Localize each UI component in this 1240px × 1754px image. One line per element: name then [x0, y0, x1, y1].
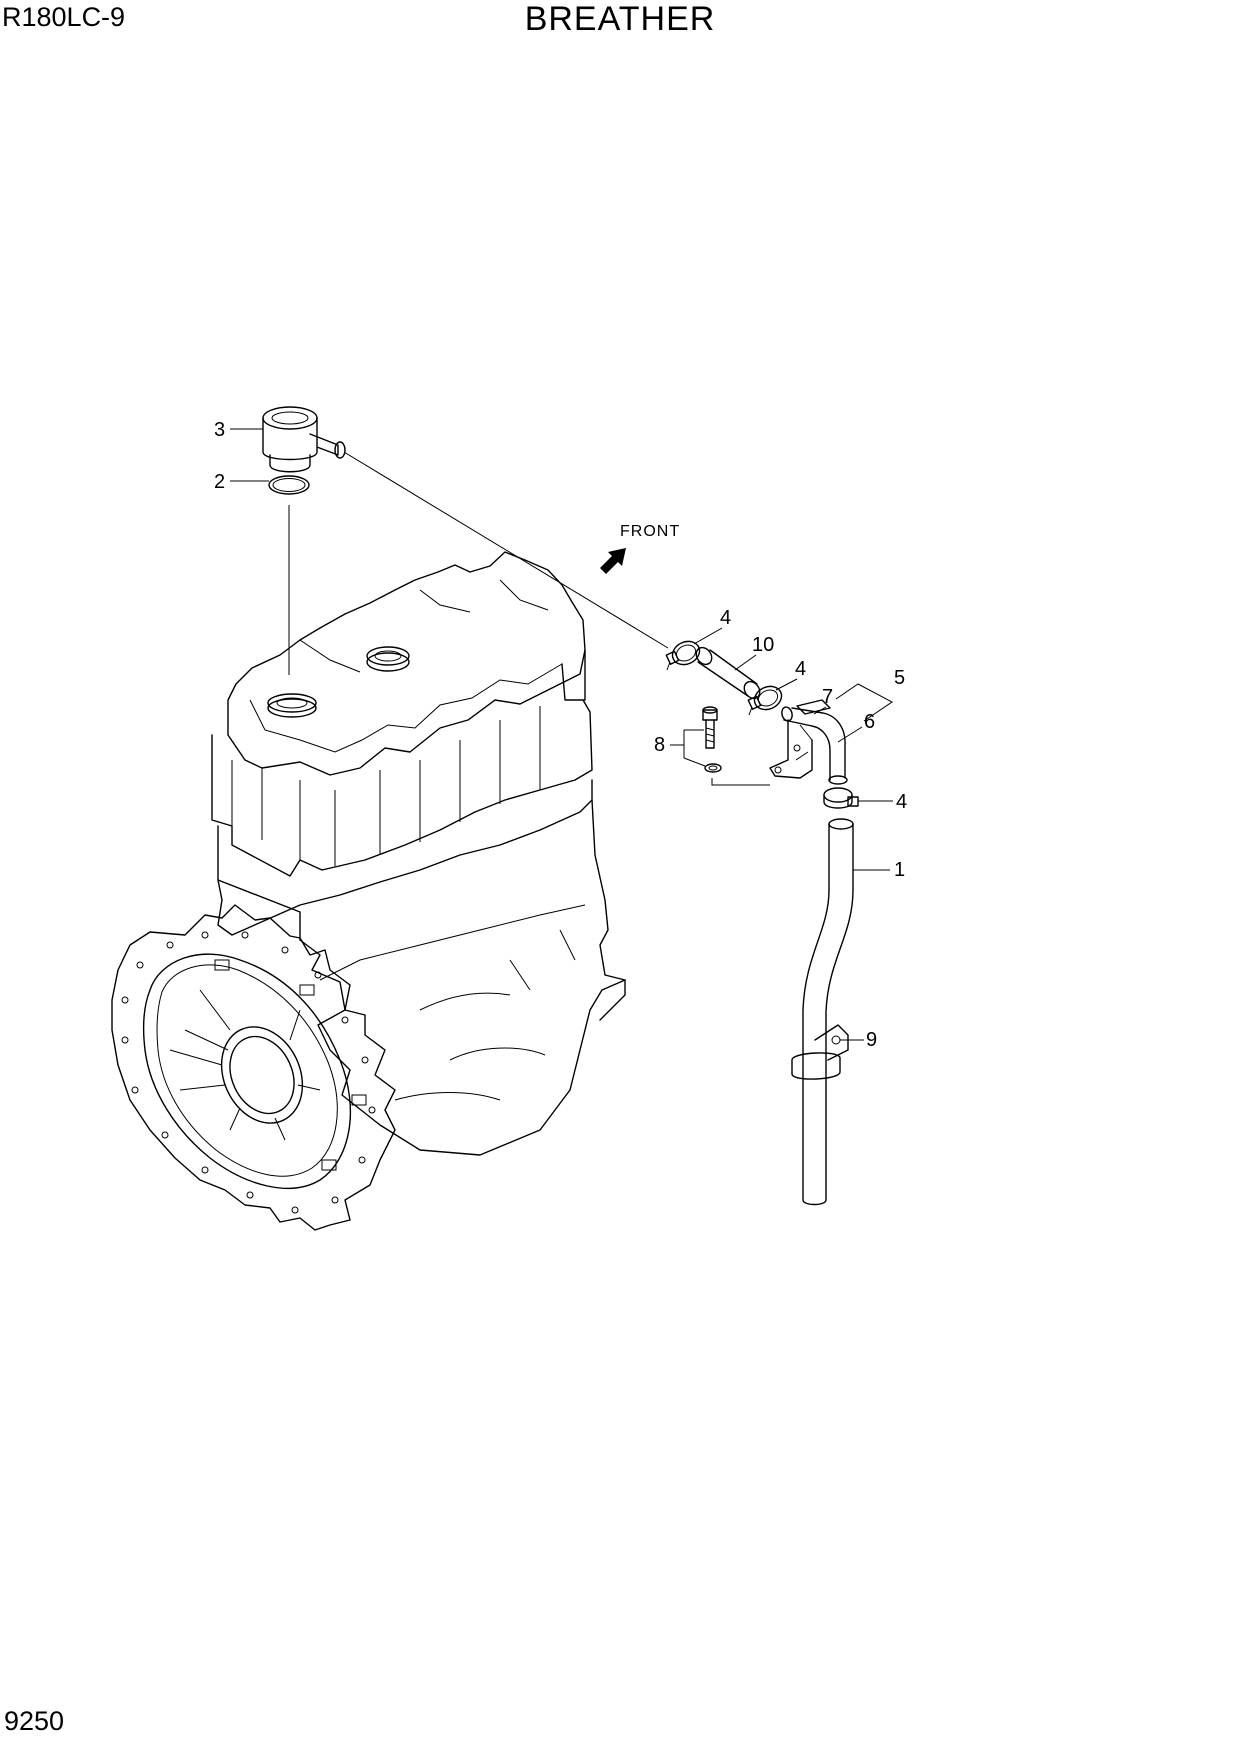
page-number: 9250 [4, 1706, 65, 1736]
engine-block [111, 551, 626, 1231]
callout-6: 6 [864, 711, 875, 733]
breather-cap-part-3 [262, 406, 346, 473]
callout-4-lower: 4 [896, 791, 907, 813]
callout-2: 2 [214, 471, 225, 493]
o-ring-part-2 [268, 475, 310, 495]
hose-clamp-part-4-middle [747, 685, 783, 716]
hose-part-9 [695, 646, 761, 700]
callout-10: 9 [866, 1029, 877, 1051]
pipe-bracket-part-6-7 [769, 699, 848, 785]
callout-1: 1 [894, 859, 905, 881]
hose-clamp-part-4-lower [823, 787, 859, 809]
callout-5: 5 [894, 667, 905, 689]
callouts: 3 2 4 10 4 5 7 6 8 4 1 9 [214, 419, 907, 1051]
callout-8: 8 [654, 734, 665, 756]
callout-9: 10 [752, 634, 774, 656]
model-number: R180LC-9 [2, 2, 126, 32]
bolt-washer-part-8 [702, 706, 770, 786]
callout-7: 7 [822, 686, 833, 708]
front-label: FRONT [620, 523, 680, 540]
front-direction-indicator: FRONT [600, 523, 680, 574]
callout-4-middle: 4 [795, 658, 806, 680]
page-title: BREATHER [524, 0, 716, 38]
clip-part-10 [791, 1024, 849, 1080]
callout-3: 3 [214, 419, 225, 441]
hose-clamp-part-4-upper [665, 640, 701, 671]
callout-4-upper: 4 [720, 607, 731, 629]
breather-tube-part-1 [802, 818, 854, 1206]
